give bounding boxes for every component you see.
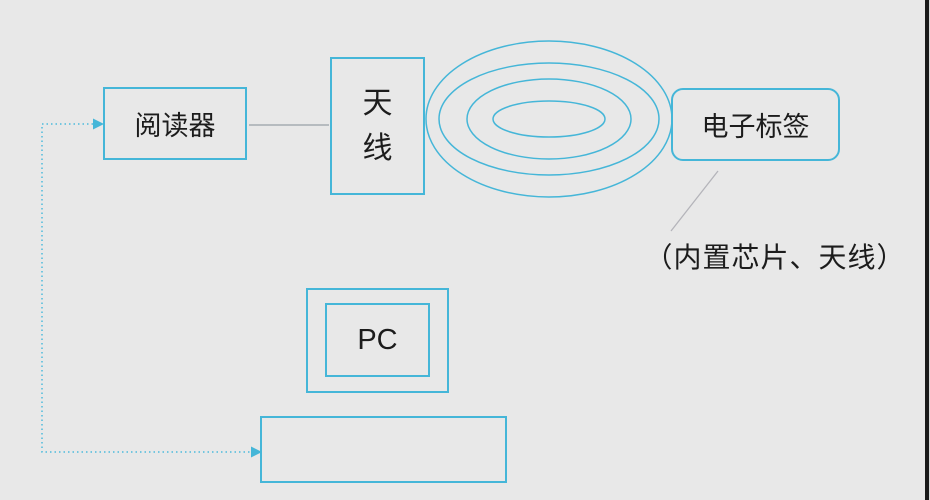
pc-monitor-node: PC [306, 288, 449, 393]
feedback-connector-dotted [41, 123, 251, 453]
coupling-waves-icon [425, 40, 673, 198]
coupling-wave-ellipse-2 [438, 62, 660, 176]
tag-note-text: （内置芯片、天线） [644, 242, 906, 273]
tag-label: 电子标签 [701, 112, 810, 142]
tag-note-callout-line [670, 170, 719, 232]
coupling-wave-ellipse-inner [492, 100, 606, 138]
antenna-node: 天线 [330, 57, 425, 195]
tag-node: 电子标签 [671, 88, 840, 161]
coupling-wave-ellipse-outer [425, 40, 673, 198]
antenna-label: 天线 [362, 87, 393, 165]
reader-label: 阅读器 [134, 111, 216, 141]
coupling-wave-ellipse-3 [466, 78, 632, 160]
reader-node: 阅读器 [103, 87, 247, 160]
pc-screen: PC [325, 303, 430, 377]
arrowhead-into-reader-icon [93, 118, 104, 130]
screen-edge-strip [925, 0, 929, 500]
pc-label: PC [357, 323, 398, 356]
host-node [260, 416, 507, 483]
arrowhead-into-host-icon [251, 446, 262, 458]
